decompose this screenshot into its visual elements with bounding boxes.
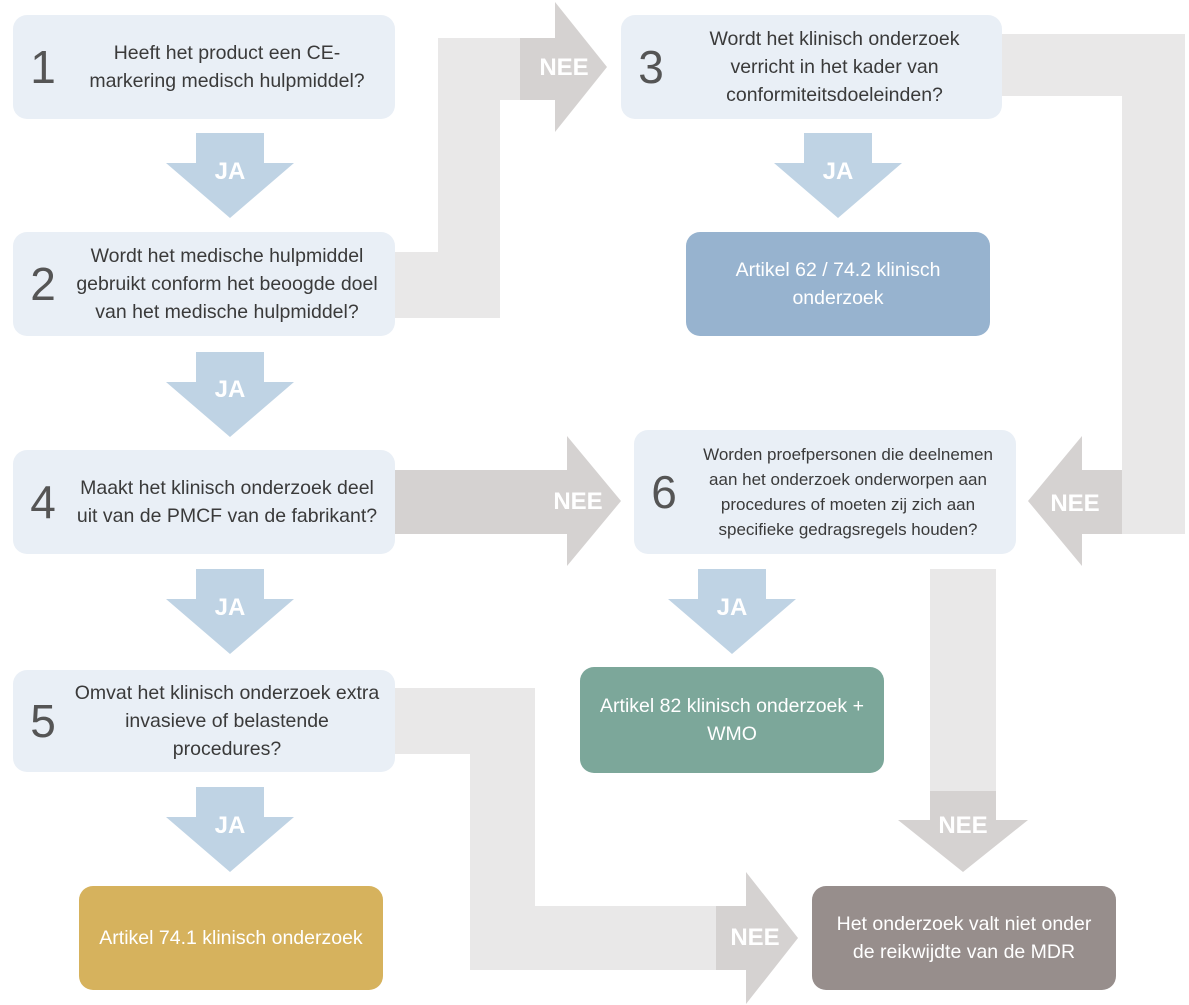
nee-label-q6: NEE xyxy=(938,812,988,839)
nee-label-q1: NEE xyxy=(539,54,589,81)
nee-label-q5: NEE xyxy=(730,924,780,951)
nee-arrow-q4 xyxy=(395,436,621,566)
nee-label-q4: NEE xyxy=(553,488,603,515)
question-text: Worden proefpersonen die deelnemen aan h… xyxy=(703,445,993,539)
connector-q2-nee xyxy=(395,38,520,318)
ja-label-3: JA xyxy=(214,594,246,621)
ja-label-2: JA xyxy=(214,376,246,403)
connector-q3-nee xyxy=(1002,34,1185,534)
question-number: 2 xyxy=(30,258,56,310)
question-text: Wordt het medische hulpmiddel gebruikt c… xyxy=(76,245,378,323)
ja-arrow-4 xyxy=(166,787,294,872)
result-artikel-62: Artikel 62 / 74.2 klinisch onderzoek xyxy=(686,232,990,336)
ja-arrow-2 xyxy=(166,352,294,437)
question-number: 4 xyxy=(30,476,56,528)
result-outside-mdr: Het onderzoek valt niet onder de reikwij… xyxy=(812,886,1116,990)
question-text: Wordt het klinisch onderzoek verricht in… xyxy=(709,28,960,106)
nee-label-q3: NEE xyxy=(1050,490,1100,517)
ja-label-6: JA xyxy=(716,594,748,621)
ja-arrow-3 xyxy=(166,569,294,654)
question-number: 3 xyxy=(638,41,664,93)
ja-label-5: JA xyxy=(822,158,854,185)
ja-label-4: JA xyxy=(214,812,246,839)
question-2: 2 Wordt het medische hulpmiddel gebruikt… xyxy=(13,232,395,336)
question-number: 6 xyxy=(651,466,677,518)
question-number: 1 xyxy=(30,41,56,93)
nee-arrow-q1 xyxy=(520,2,607,132)
question-4: 4 Maakt het klinisch onderzoek deel uit … xyxy=(13,450,395,554)
question-number: 5 xyxy=(30,695,56,747)
nee-arrow-q3 xyxy=(1028,436,1122,566)
connector-q5-nee xyxy=(395,688,716,970)
ja-label-1: JA xyxy=(214,158,246,185)
question-3: 3 Wordt het klinisch onderzoek verricht … xyxy=(621,15,1002,119)
nee-arrow-q6 xyxy=(898,791,1028,872)
ja-arrow-1 xyxy=(166,133,294,218)
question-1: 1 Heeft het product een CE-markering med… xyxy=(13,15,395,119)
nee-arrow-q5 xyxy=(716,872,798,1004)
ja-arrow-6 xyxy=(668,569,796,654)
question-text: Maakt het klinisch onderzoek deel uit va… xyxy=(76,477,378,527)
question-text: Omvat het klinisch onderzoek extra invas… xyxy=(74,682,380,760)
connector-q6-nee xyxy=(930,569,996,791)
question-6: 6 Worden proefpersonen die deelnemen aan… xyxy=(634,430,1016,554)
ja-arrow-5 xyxy=(774,133,902,218)
result-artikel-74-1: Artikel 74.1 klinisch onderzoek xyxy=(79,886,383,990)
question-text: Heeft het product een CE-markering medis… xyxy=(89,42,365,92)
question-5: 5 Omvat het klinisch onderzoek extra inv… xyxy=(13,670,395,772)
result-artikel-82: Artikel 82 klinisch onderzoek + WMO xyxy=(580,667,884,773)
